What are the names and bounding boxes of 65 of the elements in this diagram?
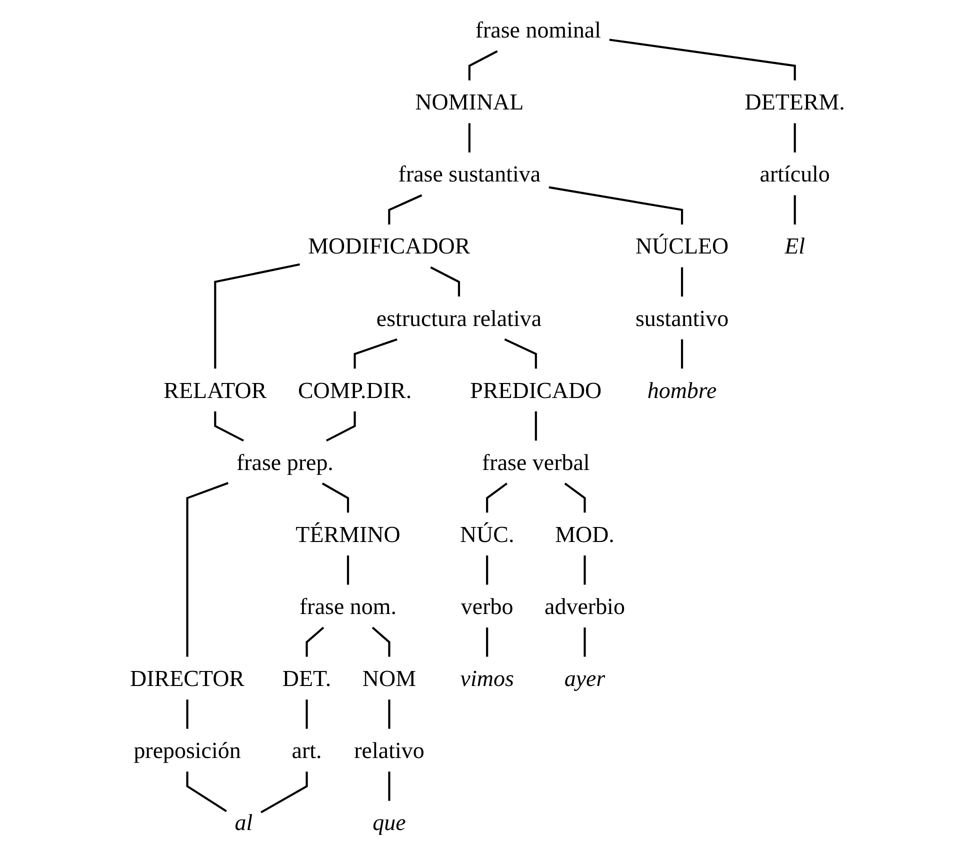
connector bbox=[486, 482, 508, 513]
node-text: estructura relativa bbox=[376, 304, 542, 331]
connector bbox=[306, 700, 308, 729]
node-text: NOMINAL bbox=[415, 88, 524, 115]
connector bbox=[430, 266, 460, 297]
connector bbox=[186, 482, 228, 657]
node-text: vimos bbox=[460, 665, 514, 692]
node-text: DETERM. bbox=[744, 88, 845, 115]
connector bbox=[388, 772, 390, 801]
connector bbox=[322, 482, 350, 513]
connector bbox=[214, 263, 300, 369]
node-text: El bbox=[784, 232, 806, 259]
connector bbox=[354, 338, 398, 369]
node-text: verbo bbox=[460, 593, 514, 620]
node-text: frase prep. bbox=[236, 448, 334, 476]
connector bbox=[260, 772, 308, 814]
node-text: MOD. bbox=[555, 521, 614, 548]
node-text: art. bbox=[292, 737, 322, 764]
connector bbox=[372, 626, 390, 657]
connector bbox=[306, 626, 324, 657]
connector bbox=[584, 555, 586, 585]
node-text: sustantivo bbox=[635, 304, 729, 331]
connector bbox=[680, 267, 684, 297]
node-text: DET. bbox=[282, 665, 332, 692]
node-text: NÚC. bbox=[460, 521, 514, 548]
node-text: frase verbal bbox=[482, 448, 590, 476]
node-text: TÉRMINO bbox=[296, 521, 400, 548]
node-text: hombre bbox=[647, 376, 717, 404]
connector bbox=[388, 194, 422, 224]
connector bbox=[794, 195, 796, 224]
node-text: DIRECTOR bbox=[130, 665, 245, 692]
connector bbox=[468, 123, 470, 152]
connector bbox=[584, 628, 586, 657]
connector bbox=[468, 50, 498, 80]
connector bbox=[326, 411, 356, 442]
node-text: ayer bbox=[564, 665, 606, 692]
node-text: PREDICADO bbox=[470, 376, 602, 404]
node-text: MODIFICADOR bbox=[308, 232, 470, 259]
node-text: NOM bbox=[362, 665, 416, 692]
node-text: preposición bbox=[134, 737, 241, 764]
connector bbox=[388, 700, 390, 729]
connector bbox=[486, 555, 488, 585]
node-text: adverbio bbox=[544, 593, 625, 620]
node-text: frase nominal bbox=[475, 16, 602, 43]
node-text: al bbox=[234, 809, 253, 836]
connector bbox=[548, 186, 684, 224]
connector bbox=[564, 482, 586, 513]
connector bbox=[534, 411, 537, 441]
connector bbox=[609, 38, 796, 80]
node-text: frase sustantiva bbox=[398, 160, 541, 187]
node-text: relativo bbox=[354, 737, 424, 764]
node-text: NÚCLEO bbox=[635, 232, 729, 259]
connector bbox=[186, 772, 227, 812]
connector bbox=[504, 338, 537, 369]
node-text: COMP.DIR. bbox=[298, 376, 412, 404]
node-text: artículo bbox=[760, 160, 830, 187]
connector bbox=[794, 123, 796, 152]
node-text: frase nom. bbox=[300, 593, 396, 620]
connector bbox=[186, 700, 188, 729]
connector bbox=[346, 555, 350, 585]
connector bbox=[486, 628, 488, 657]
connector bbox=[214, 411, 244, 442]
connector bbox=[680, 339, 684, 369]
node-text: que bbox=[372, 809, 406, 836]
node-text: RELATOR bbox=[164, 376, 267, 404]
